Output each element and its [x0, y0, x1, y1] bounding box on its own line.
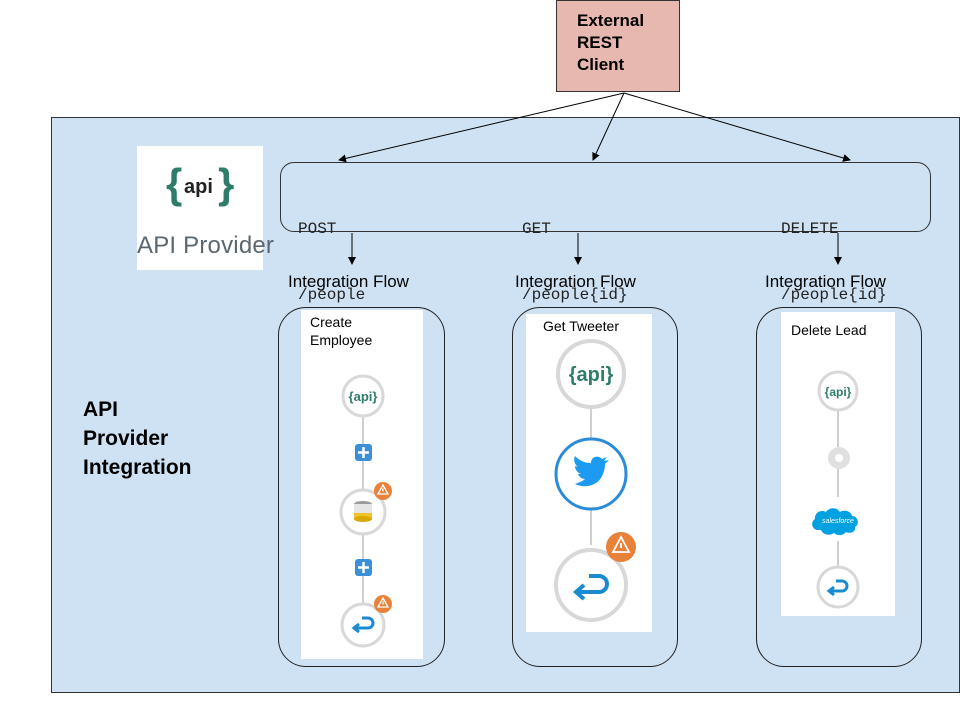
twitter-icon	[554, 437, 628, 511]
api-icon: {api}	[556, 339, 626, 409]
endpoint-method: GET	[522, 220, 551, 238]
integration-title-line: API	[83, 398, 119, 421]
flow-name-create-employee: Create Employee	[310, 313, 372, 349]
flow-label-3: Integration Flow	[765, 272, 886, 291]
flow-name-get-tweeter: Get Tweeter	[543, 318, 620, 334]
return-icon	[554, 548, 628, 622]
endpoint-path: /people	[298, 286, 366, 304]
endpoints-box	[280, 162, 931, 232]
client-line-2: REST	[577, 33, 623, 52]
endpoint-path: /people{id}	[781, 286, 887, 304]
api-provider-label: API Provider	[137, 232, 275, 259]
endpoint-get: GET /people{id}	[522, 174, 628, 328]
endpoint-method: DELETE	[781, 220, 839, 238]
integration-title: API Provider Integration	[83, 395, 192, 482]
add-step-icon	[355, 559, 372, 576]
endpoint-method: POST	[298, 220, 337, 238]
api-icon: {api}	[817, 370, 859, 412]
svg-text:salesforce: salesforce	[822, 518, 854, 525]
external-client-label: External REST Client	[577, 10, 644, 76]
warning-icon	[606, 532, 636, 562]
client-line-1: External	[577, 11, 645, 30]
arrow-to-post	[338, 92, 625, 163]
svg-text:{api}: {api}	[569, 364, 614, 386]
flow-label-2: Integration Flow	[515, 272, 636, 291]
warning-icon	[374, 595, 392, 613]
flow-name-line: Create	[310, 314, 353, 330]
api-logo-word: api	[184, 176, 213, 198]
svg-text:{: {	[166, 160, 182, 207]
svg-text:}: }	[218, 160, 234, 207]
endpoint-path: /people{id}	[522, 286, 628, 304]
empty-step-icon	[828, 447, 850, 469]
arrow-to-get	[592, 92, 625, 161]
add-step-icon	[355, 444, 372, 461]
warning-icon	[374, 482, 392, 500]
api-provider-logo	[137, 146, 263, 270]
return-icon	[340, 602, 386, 648]
database-icon	[339, 488, 387, 536]
return-icon	[816, 565, 860, 609]
flow-name-delete-lead: Delete Lead	[791, 322, 867, 338]
client-line-3: Client	[577, 55, 625, 74]
external-client-box	[556, 0, 680, 92]
api-icon: {api}	[341, 374, 385, 418]
api-logo-icon: { } api	[166, 160, 234, 207]
salesforce-icon: salesforce	[811, 497, 866, 541]
endpoint-post: POST /people	[298, 174, 365, 328]
arrow-to-delete	[623, 92, 851, 162]
svg-text:{api}: {api}	[825, 385, 852, 399]
endpoint-delete: DELETE /people{id}	[781, 174, 887, 328]
integration-title-line: Provider	[83, 427, 169, 450]
flow-label-1: Integration Flow	[288, 272, 409, 291]
flow-name-line: Employee	[310, 332, 373, 348]
integration-title-line: Integration	[83, 456, 192, 479]
svg-text:{api}: {api}	[349, 389, 378, 404]
